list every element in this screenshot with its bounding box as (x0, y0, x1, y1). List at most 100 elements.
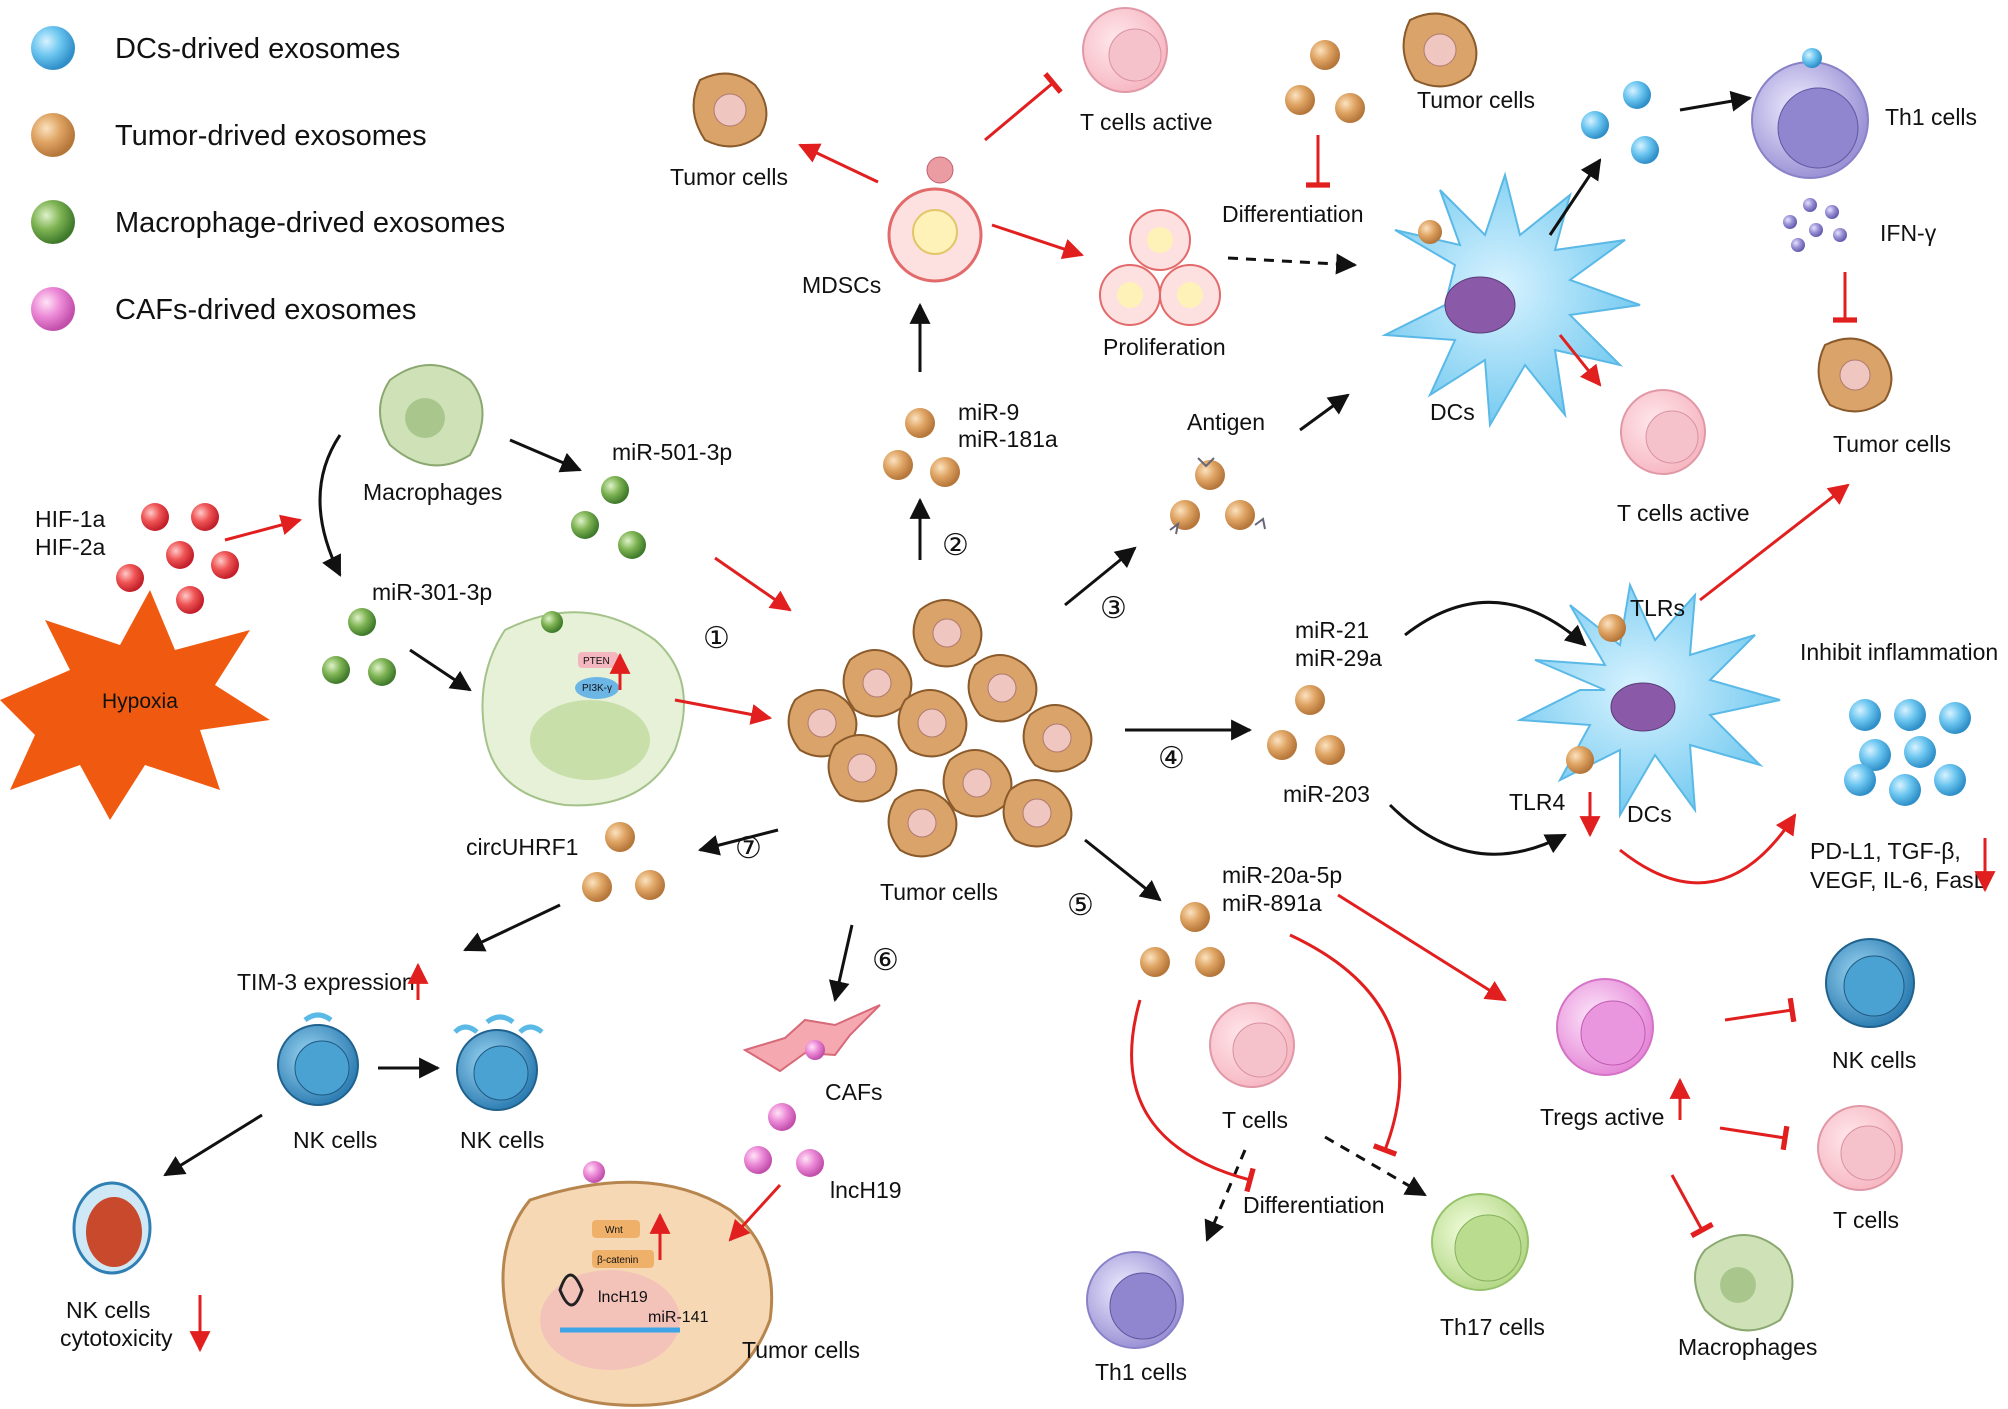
pathway-number-1: ① (703, 621, 730, 656)
red-up-down-indicators (189, 652, 1996, 1353)
th1-cells-bottom-label: Th1 cells (1095, 1359, 1187, 1385)
macrophage-large (481, 611, 685, 807)
tumor-cells-top-right-label: Tumor cells (1417, 87, 1535, 113)
macrophages-left-label: Macrophages (363, 479, 502, 505)
t-cells-right-label: T cells (1833, 1207, 1899, 1233)
nk-cell-2 (453, 1014, 544, 1111)
pathway-number-2: ② (942, 528, 969, 563)
nk-cells-2-label: NK cells (460, 1127, 544, 1153)
dc-exosome-group (1581, 81, 1659, 164)
tumor-exosome-group-2 (883, 408, 960, 487)
tumor-exosome-group-7 (582, 822, 665, 902)
mir21-label: miR-21 (1295, 617, 1369, 643)
nk-cytotoxicity-label-1: NK cells (66, 1297, 150, 1323)
t-cell-active-mid (1620, 389, 1706, 475)
dashed-arrows (1204, 253, 1427, 1242)
tumor-cell-top (692, 72, 768, 148)
dcs-top-label: DCs (1430, 399, 1475, 425)
th1-cells-top-label: Th1 cells (1885, 104, 1977, 130)
macrophage-left (379, 364, 484, 467)
mir203-label: miR-203 (1283, 781, 1370, 807)
proliferation-cells (1099, 209, 1221, 326)
dc-exosome-legend-icon (31, 26, 75, 70)
tim3-label: TIM-3 expression (237, 969, 415, 995)
tumor-exosome-group-4 (1267, 685, 1345, 765)
t-cells-active-top-label: T cells active (1080, 109, 1213, 135)
lnch19-label: lncH19 (830, 1177, 902, 1203)
red-inhibit-lines (984, 72, 1857, 1239)
treg-cell (1556, 978, 1654, 1076)
legend-macrophage-label: Macrophage-drived exosomes (115, 207, 505, 239)
tumor-cells-right-label: Tumor cells (1833, 431, 1951, 457)
th1-cell-bottom (1086, 1251, 1184, 1349)
differentiation-top-label: Differentiation (1222, 201, 1364, 227)
pathway-number-4: ④ (1158, 741, 1185, 776)
macrophage-exosome-group-301 (322, 608, 396, 686)
pathway-number-3: ③ (1100, 591, 1127, 626)
caf-exosome-legend-icon (31, 287, 75, 331)
tlrs-label: TLRs (1630, 595, 1685, 621)
nk-cell-right (1825, 938, 1915, 1028)
mdscs-label: MDSCs (802, 272, 881, 298)
dcs-mid-label: DCs (1627, 801, 1672, 827)
red-arrows (224, 143, 1850, 1242)
pathway-number-6: ⑥ (872, 943, 899, 978)
legend-tumor-label: Tumor-drived exosomes (115, 120, 427, 152)
t-cell-bottom (1209, 1002, 1295, 1088)
tumor-cell-cluster (787, 599, 1093, 858)
legend-dc-label: DCs-drived exosomes (115, 33, 400, 65)
t-cell-right (1817, 1105, 1903, 1191)
macrophage-exosome-group-501 (571, 476, 646, 559)
tumor-exosome-group-top (1285, 40, 1365, 123)
mir181a-label: miR-181a (958, 426, 1058, 452)
tumor-cell-top-right (1402, 12, 1478, 88)
differentiation-bottom-label: Differentiation (1243, 1192, 1385, 1218)
tumor-cell-right (1817, 337, 1893, 413)
legend: DCs-drived exosomes Tumor-drived exosome… (31, 26, 505, 331)
nk-cells-right-label: NK cells (1832, 1047, 1916, 1073)
circuhrf1-label: circUHRF1 (466, 834, 578, 860)
nk-cytotoxicity-label-2: cytotoxicity (60, 1325, 173, 1351)
pathway-number-5: ⑤ (1067, 888, 1094, 923)
tumor-cells-bottom-label: Tumor cells (742, 1337, 860, 1363)
antigen-exosome-group (1169, 457, 1266, 535)
beta-catenin-label: β-catenin (597, 1255, 638, 1266)
th17-cells-label: Th17 cells (1440, 1314, 1545, 1340)
mir891a-label: miR-891a (1222, 890, 1322, 916)
mir29a-label: miR-29a (1295, 645, 1382, 671)
ifn-gamma-particles (1783, 198, 1847, 252)
tumor-exosome-legend-icon (31, 113, 75, 157)
macrophage-exosome-legend-icon (31, 200, 75, 244)
nk-cell-cytotoxic (72, 1181, 152, 1275)
ifn-gamma-label: IFN-γ (1880, 220, 1937, 246)
hypoxia-label: Hypoxia (102, 690, 178, 713)
hif1a-label: HIF-1a (35, 506, 106, 532)
t-cells-bottom-label: T cells (1222, 1107, 1288, 1133)
pi3k-label: PI3K-γ (582, 683, 612, 694)
legend-caf-label: CAFs-drived exosomes (115, 294, 416, 326)
mir9-label: miR-9 (958, 399, 1019, 425)
nk-cell-1 (277, 1012, 359, 1106)
tumor-exosome-group-5 (1140, 902, 1225, 977)
macrophages-bottom-label: Macrophages (1678, 1334, 1817, 1360)
mir501-label: miR-501-3p (612, 439, 732, 465)
lnch19-inner-label: lncH19 (598, 1289, 648, 1306)
inhibit-inflammation-label: Inhibit inflammation (1800, 639, 1998, 665)
nk-cells-1-label: NK cells (293, 1127, 377, 1153)
dendritic-cell-top (1381, 171, 1641, 429)
cafs-label: CAFs (825, 1079, 883, 1105)
pten-label: PTEN (583, 656, 610, 667)
tregs-active-label: Tregs active (1540, 1104, 1664, 1130)
wnt-label: Wnt (605, 1225, 623, 1236)
mir20a-label: miR-20a-5p (1222, 862, 1342, 888)
cytokine-particles (1844, 699, 1971, 806)
t-cell-active-top (1082, 7, 1168, 93)
cytokines-line2-label: VEGF, IL-6, FasL (1810, 867, 1987, 893)
mir141-label: miR-141 (648, 1309, 709, 1326)
mir301-label: miR-301-3p (372, 579, 492, 605)
tumor-cells-center-label: Tumor cells (880, 879, 998, 905)
cytokines-line1-label: PD-L1, TGF-β, (1810, 838, 1961, 864)
hypoxia-burst (0, 590, 270, 820)
caf-cell (742, 1004, 881, 1073)
